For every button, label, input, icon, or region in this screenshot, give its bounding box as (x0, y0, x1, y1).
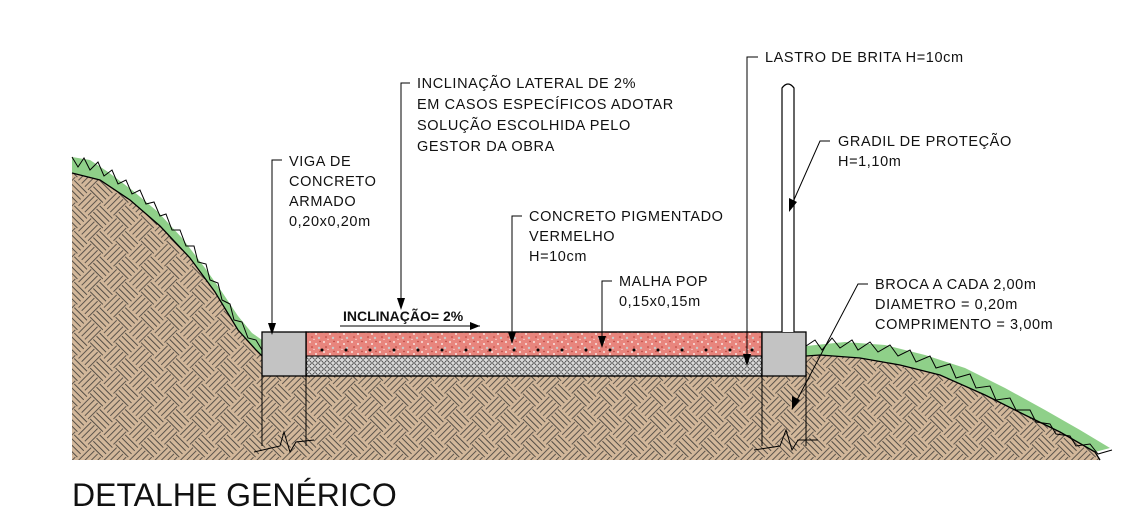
arrowhead-lastro (743, 354, 751, 366)
leader-gradil (792, 140, 830, 203)
note-inclinacao: INCLINAÇÃO LATERAL DE 2% EM CASOS ESPECÍ… (417, 75, 678, 155)
ground-line-right (805, 354, 1101, 461)
note-broca: BROCA A CADA 2,00m DIAMETRO = 0,20m COMP… (875, 277, 1053, 333)
grass-left (72, 157, 262, 356)
arrowhead-inclinacao (397, 298, 405, 310)
broca-right (753, 376, 818, 452)
arrowhead-malha (598, 336, 606, 348)
grass-right (806, 342, 1110, 452)
arrowhead-concreto (508, 332, 516, 344)
viga-left (261, 331, 307, 377)
arrowhead-gradil (789, 198, 797, 212)
broca-left (253, 376, 315, 454)
concreto-pigmentado (305, 331, 763, 357)
malha-pop (320, 348, 754, 352)
note-viga: VIGA DE CONCRETO ARMADO 0,20x0,20m (289, 154, 381, 230)
note-gradil: GRADIL DE PROTEÇÃO H=1,10m (838, 133, 1016, 170)
arrowhead-broca (792, 396, 800, 410)
drawing-title: DETALHE GENÉRICO (72, 477, 397, 510)
slope-arrowhead (470, 322, 480, 330)
leader-lastro (746, 56, 758, 358)
grass-left-blades (71, 156, 263, 351)
note-lastro: LASTRO DE BRITA H=10cm (765, 50, 964, 66)
viga-right (761, 331, 807, 377)
arrowhead-viga (268, 323, 276, 335)
slope-label: INCLINAÇÃO= 2% (343, 307, 464, 324)
note-concreto: CONCRETO PIGMENTADO VERMELHO H=10cm (529, 209, 728, 265)
grass-right-blades (805, 337, 1113, 455)
gradil-post (781, 83, 795, 332)
leader-viga (271, 159, 282, 325)
leader-broca (796, 283, 868, 401)
lastro-de-brita (305, 355, 763, 377)
soil-mass (72, 173, 1100, 460)
leader-inclinacao (400, 82, 410, 300)
note-malha: MALHA POP 0,15x0,15m (619, 274, 713, 310)
ground-line-left (71, 172, 263, 357)
leader-concreto (511, 215, 522, 334)
leader-malha (601, 280, 612, 338)
